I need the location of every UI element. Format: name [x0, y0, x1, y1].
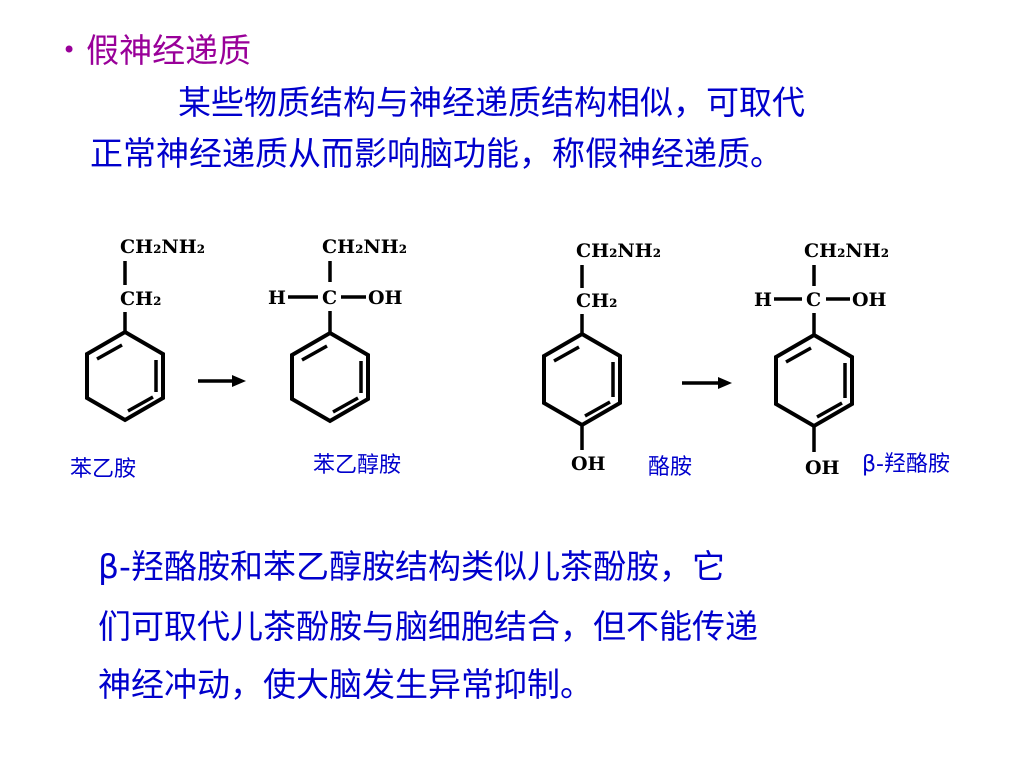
m1-name: 苯乙胺 [70, 457, 136, 482]
conclusion-line-1: β-羟酪胺和苯乙醇胺结构类似儿茶酚胺，它 [98, 547, 725, 586]
m4-center-c: C [806, 289, 821, 311]
molecule-tyramine: CH₂NH₂ CH₂ OH 酪胺 [542, 240, 692, 480]
m1-benzene-ring [85, 329, 165, 423]
m2-top-group: CH₂NH₂ [322, 236, 407, 258]
m4-right-oh: OH [852, 289, 887, 311]
bullet-icon: • [62, 36, 77, 64]
m3-benzene-ring [542, 331, 622, 428]
m4-name: β-羟酪胺 [862, 452, 950, 477]
m1-top-group: CH₂NH₂ [120, 236, 205, 258]
conclusion-line-3: 神经冲动，使大脑发生异常抑制。 [98, 665, 593, 704]
m1-mid-group: CH₂ [120, 288, 161, 310]
molecule-phenylethylamine: CH₂NH₂ CH₂ 苯乙胺 [70, 236, 205, 482]
m4-benzene-ring [774, 332, 854, 429]
m3-mid-group: CH₂ [576, 290, 617, 312]
slide-title: • 假神经递质 [62, 24, 251, 72]
arrow-1-head [232, 375, 246, 387]
arrow-2-head [718, 377, 732, 389]
m3-bottom-oh: OH [571, 453, 606, 475]
intro-line-2: 正常神经递质从而影响脑功能，称假神经递质。 [90, 134, 783, 173]
m4-bottom-oh: OH [805, 457, 840, 479]
m2-center-c: C [322, 287, 337, 309]
molecule-phenylethanolamine: CH₂NH₂ H C OH 苯乙醇胺 [268, 236, 407, 478]
m4-left-h: H [754, 289, 772, 311]
molecule-octopamine: CH₂NH₂ H C OH OH β-羟酪胺 [754, 240, 950, 479]
m2-benzene-ring [290, 330, 370, 424]
intro-line-1: 某些物质结构与神经递质结构相似，可取代 [178, 83, 805, 122]
m3-top-group: CH₂NH₂ [576, 240, 661, 262]
m2-right-oh: OH [368, 287, 403, 309]
m2-left-h: H [268, 287, 286, 309]
m2-name: 苯乙醇胺 [313, 453, 401, 478]
m3-name: 酪胺 [648, 455, 692, 480]
conclusion-line-2: 们可取代儿茶酚胺与脑细胞结合，但不能传递 [98, 607, 758, 646]
title-text: 假神经递质 [86, 31, 252, 70]
m4-top-group: CH₂NH₂ [804, 240, 889, 262]
